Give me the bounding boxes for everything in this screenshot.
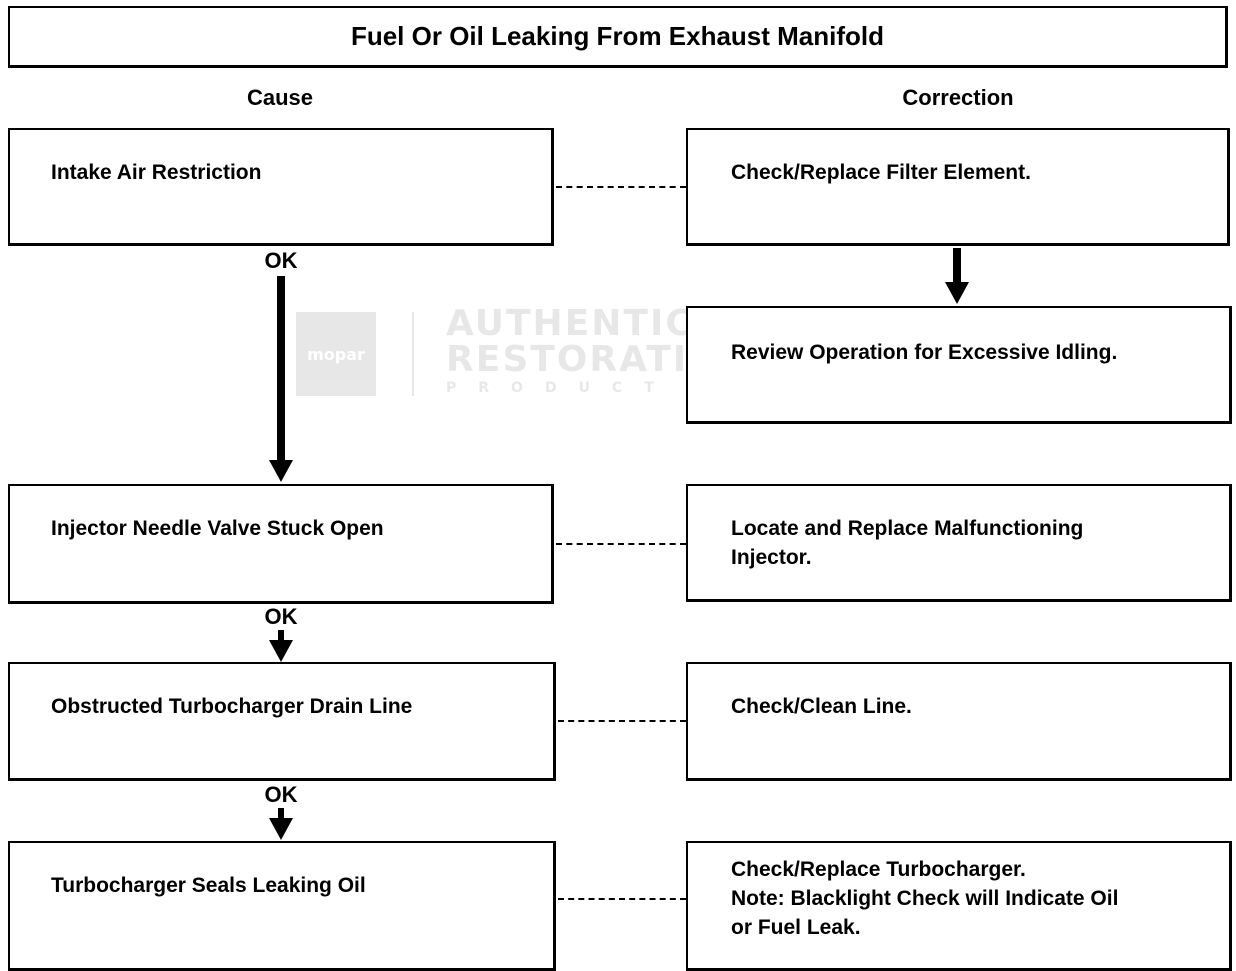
- flow-arrow-shaft: [277, 276, 285, 462]
- correction-box-filter: Check/Replace Filter Element.: [686, 128, 1230, 246]
- watermark-divider: [412, 312, 414, 396]
- cause-header: Cause: [246, 85, 314, 110]
- mopar-logo: mopar: [296, 312, 376, 396]
- diagram-title: Fuel Or Oil Leaking From Exhaust Manifol…: [350, 21, 885, 51]
- text-line: Injector.: [731, 546, 812, 569]
- text-line: Turbocharger Seals Leaking Oil: [51, 874, 366, 897]
- cause-text: Obstructed Turbocharger Drain Line: [51, 692, 543, 721]
- flow-arrowhead: [269, 818, 293, 840]
- text-line: Obstructed Turbocharger Drain Line: [51, 695, 413, 718]
- flow-arrowhead: [269, 460, 293, 482]
- flow-arrow-shaft: [953, 248, 961, 284]
- cause-box-turbo-drain: Obstructed Turbocharger Drain Line: [8, 662, 556, 781]
- correction-text: Review Operation for Excessive Idling.: [731, 338, 1219, 367]
- watermark-line-1: AUTHENTIC: [446, 303, 694, 344]
- diagram-title-box: Fuel Or Oil Leaking From Exhaust Manifol…: [8, 6, 1228, 68]
- correction-text: Locate and Replace Malfunctioning Inject…: [731, 514, 1219, 572]
- text-line: Check/Replace Filter Element.: [731, 161, 1031, 184]
- correction-text: Check/Clean Line.: [731, 692, 1219, 721]
- ok-label: OK: [264, 782, 298, 807]
- correction-header: Correction: [902, 85, 1014, 110]
- connector-dashed: [556, 186, 686, 188]
- cause-text: Injector Needle Valve Stuck Open: [51, 514, 541, 543]
- flow-arrow-shaft: [278, 808, 284, 822]
- correction-box-clean-line: Check/Clean Line.: [686, 662, 1232, 781]
- watermark-line-3: PRODUCT: [446, 380, 676, 396]
- correction-box-injector: Locate and Replace Malfunctioning Inject…: [686, 484, 1232, 602]
- text-line: Injector Needle Valve Stuck Open: [51, 517, 384, 540]
- text-line: Locate and Replace Malfunctioning: [731, 517, 1084, 540]
- ok-label: OK: [264, 248, 298, 273]
- cause-box-turbo-seals: Turbocharger Seals Leaking Oil: [8, 841, 556, 971]
- cause-box-intake-air: Intake Air Restriction: [8, 128, 554, 246]
- correction-text: Check/Replace Filter Element.: [731, 158, 1217, 187]
- cause-text: Intake Air Restriction: [51, 158, 541, 187]
- text-line: Check/Clean Line.: [731, 695, 912, 718]
- correction-box-turbocharger: Check/Replace Turbocharger. Note: Blackl…: [686, 841, 1232, 971]
- connector-dashed: [558, 720, 686, 722]
- connector-dashed: [556, 543, 686, 545]
- text-line: Check/Replace Turbocharger.: [731, 858, 1026, 881]
- ok-label: OK: [264, 604, 298, 629]
- text-line: or Fuel Leak.: [731, 916, 861, 939]
- text-line: Intake Air Restriction: [51, 161, 262, 184]
- correction-box-idling: Review Operation for Excessive Idling.: [686, 306, 1232, 424]
- flow-arrow-shaft: [278, 630, 284, 644]
- flow-arrowhead: [945, 282, 969, 304]
- text-line: Review Operation for Excessive Idling.: [731, 341, 1118, 364]
- cause-box-injector-needle: Injector Needle Valve Stuck Open: [8, 484, 554, 604]
- flow-arrowhead: [269, 640, 293, 662]
- text-line: Note: Blacklight Check will Indicate Oil: [731, 887, 1119, 910]
- cause-text: Turbocharger Seals Leaking Oil: [51, 871, 543, 900]
- connector-dashed: [558, 898, 686, 900]
- correction-text: Check/Replace Turbocharger. Note: Blackl…: [731, 855, 1219, 942]
